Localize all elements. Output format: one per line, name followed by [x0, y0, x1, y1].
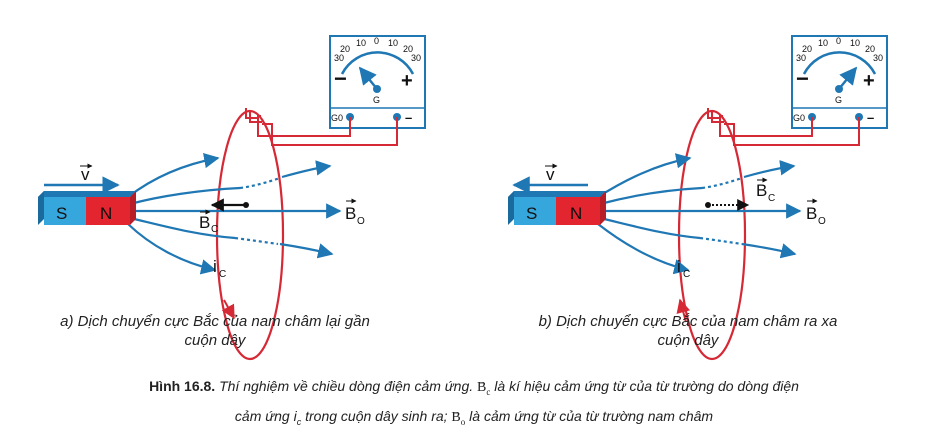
scale-30-left: 30 [796, 53, 806, 63]
caption-part3: cảm ứng [234, 407, 294, 424]
ic-symbol: ic [293, 407, 302, 427]
bc-sub-b: C [768, 193, 775, 204]
magnet-a: S N [38, 191, 136, 225]
gauge-plus: + [401, 70, 413, 92]
ic-sub-b: C [683, 269, 690, 280]
caption-a-line2: cuộn dây [185, 332, 247, 349]
scale-20-left: 20 [340, 44, 350, 54]
gauge-neg-terminal: – [867, 110, 874, 125]
caption-a-line1: a) Dịch chuyển cực Bắc của nam châm lại … [60, 313, 370, 330]
scale-10-right: 10 [388, 38, 398, 48]
v-label-a: v [81, 165, 90, 184]
scale-10-left: 10 [818, 38, 828, 48]
scale-10-right: 10 [850, 38, 860, 48]
gauge-neg-terminal: – [405, 110, 412, 125]
figure-caption: Hình 16.8. Thí nghiệm về chiều dòng điện… [20, 374, 928, 434]
galvanometer-b: 30 20 10 0 10 20 30 − + G G0 – [791, 35, 888, 129]
bo-sub-a: O [357, 216, 365, 227]
v-label-b: v [546, 165, 555, 184]
bc-label-b: B [756, 181, 767, 200]
ic-sub-a: C [219, 269, 226, 280]
bo-sub-b: O [818, 216, 826, 227]
scale-20-left: 20 [802, 44, 812, 54]
magnet-s-label-b: S [526, 204, 537, 223]
figure-caption-line2: cảm ứng ic trong cuộn dây sinh ra; →Bo l… [20, 404, 928, 434]
bo-label-b: B [806, 204, 817, 223]
caption-b-line2: cuộn dây [658, 332, 720, 349]
scale-0: 0 [374, 36, 379, 46]
gauge-minus: − [334, 66, 347, 91]
caption-part5: là cảm ứng từ của từ trường nam châm [465, 407, 714, 424]
bo-label-a: B [345, 204, 356, 223]
bc-symbol: →Bc [477, 377, 491, 397]
figure-label: Hình 16.8. [149, 378, 216, 394]
bc-label-a: B [199, 213, 210, 232]
scale-0: 0 [836, 36, 841, 46]
gauge-plus: + [863, 70, 875, 92]
scale-30-left: 30 [334, 53, 344, 63]
bo-symbol: →Bo [451, 406, 466, 427]
coil-a [215, 109, 285, 361]
ic-label-a: i [213, 257, 217, 276]
figure-caption-line1: Hình 16.8. Thí nghiệm về chiều dòng điện… [20, 374, 928, 404]
scale-30-right: 30 [411, 53, 421, 63]
caption-part1: Thí nghiệm về chiều dòng điện cảm ứng. [215, 378, 478, 394]
bc-sub-a: C [211, 224, 218, 235]
gauge-minus: − [796, 66, 809, 91]
scale-10-left: 10 [356, 38, 366, 48]
panel-b: 30 20 10 0 10 20 30 − + G G0 – [508, 35, 888, 361]
gauge-g: G [835, 95, 842, 105]
gauge-g: G [373, 95, 380, 105]
caption-part2: là kí hiệu cảm ứng từ của từ trường do d… [490, 378, 799, 394]
magnet-b: S N [508, 191, 606, 225]
gauge-needle-a [358, 66, 378, 90]
caption-b-line1: b) Dịch chuyển cực Bắc của nam châm ra x… [539, 313, 838, 330]
scale-30-right: 30 [873, 53, 883, 63]
ic-arrow-b [676, 298, 691, 323]
magnet-n-label-b: N [570, 204, 582, 223]
magnet-n-label-a: N [100, 204, 112, 223]
ic-label-b: i [677, 257, 681, 276]
magnet-s-label-a: S [56, 204, 67, 223]
gauge-g0: G0 [331, 113, 343, 123]
caption-part4: trong cuộn dây sinh ra; [301, 407, 452, 424]
scale-20-right: 20 [865, 44, 875, 54]
gauge-needle-b [838, 66, 858, 90]
panel-a: 30 20 10 0 10 20 30 − + G G0 – [38, 35, 426, 361]
gauge-g0: G0 [793, 113, 805, 123]
scale-20-right: 20 [403, 44, 413, 54]
ic-arrow-a [221, 299, 235, 320]
galvanometer-a: 30 20 10 0 10 20 30 − + G G0 – [329, 35, 426, 129]
